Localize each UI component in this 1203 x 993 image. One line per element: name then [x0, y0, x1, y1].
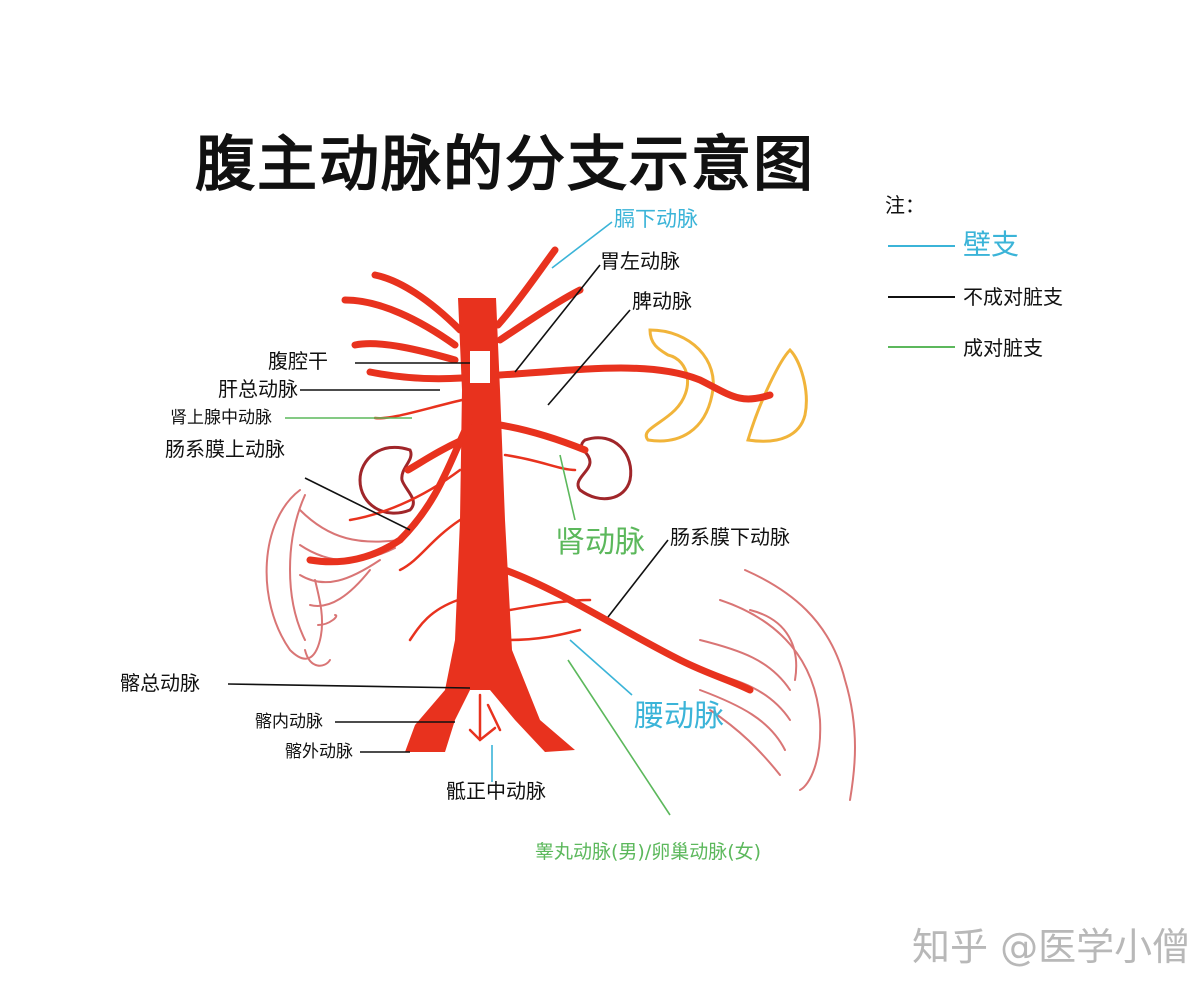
legend-heading: 注：: [885, 193, 925, 217]
left-intestine: [265, 489, 401, 667]
abdominal-aorta: [405, 298, 575, 752]
label-median-sacral: 骶正中动脉: [446, 779, 546, 803]
label-gonadal: 睾丸动脉(男)/卵巢动脉(女): [535, 841, 761, 863]
artery-illustration: [265, 246, 856, 801]
label-common-iliac: 髂总动脉: [120, 671, 200, 695]
label-external-iliac: 髂外动脉: [285, 742, 353, 762]
label-renal: 肾动脉: [555, 525, 645, 560]
right-intestine: [699, 569, 856, 801]
legend-label-wall: 壁支: [963, 228, 1019, 261]
minor-branches: [348, 398, 592, 742]
label-inferior-mesenteric: 肠系膜下动脉: [670, 525, 790, 549]
label-inferior-phrenic: 膈下动脉: [614, 207, 698, 231]
legend-label-paired: 成对脏支: [963, 336, 1043, 360]
label-middle-suprarenal: 肾上腺中动脉: [170, 408, 272, 428]
spleen: [746, 347, 808, 443]
diagram-title: 腹主动脉的分支示意图: [195, 130, 815, 200]
label-celiac-trunk: 腹腔干: [268, 349, 328, 373]
celiac-window: [468, 349, 492, 385]
leader-lines: [227, 221, 671, 816]
label-common-hepatic: 肝总动脉: [218, 377, 298, 401]
label-splenic: 脾动脉: [632, 289, 692, 313]
label-superior-mesenteric: 肠系膜上动脉: [165, 437, 285, 461]
legend: 注： 壁支 不成对脏支 成对脏支: [885, 193, 1063, 360]
label-left-gastric: 胃左动脉: [600, 249, 680, 273]
label-lumbar: 腰动脉: [634, 699, 724, 734]
major-branches: [306, 246, 774, 694]
right-kidney: [576, 436, 633, 501]
watermark: 知乎 @医学小僧: [912, 925, 1190, 969]
stomach: [644, 328, 715, 443]
left-kidney: [358, 445, 415, 515]
label-internal-iliac: 髂内动脉: [255, 712, 323, 732]
labels: 膈下动脉 胃左动脉 脾动脉 腹腔干 肝总动脉 肾上腺中动脉 肠系膜上动脉 肾动脉…: [120, 207, 790, 863]
legend-label-unpaired: 不成对脏支: [963, 285, 1063, 309]
